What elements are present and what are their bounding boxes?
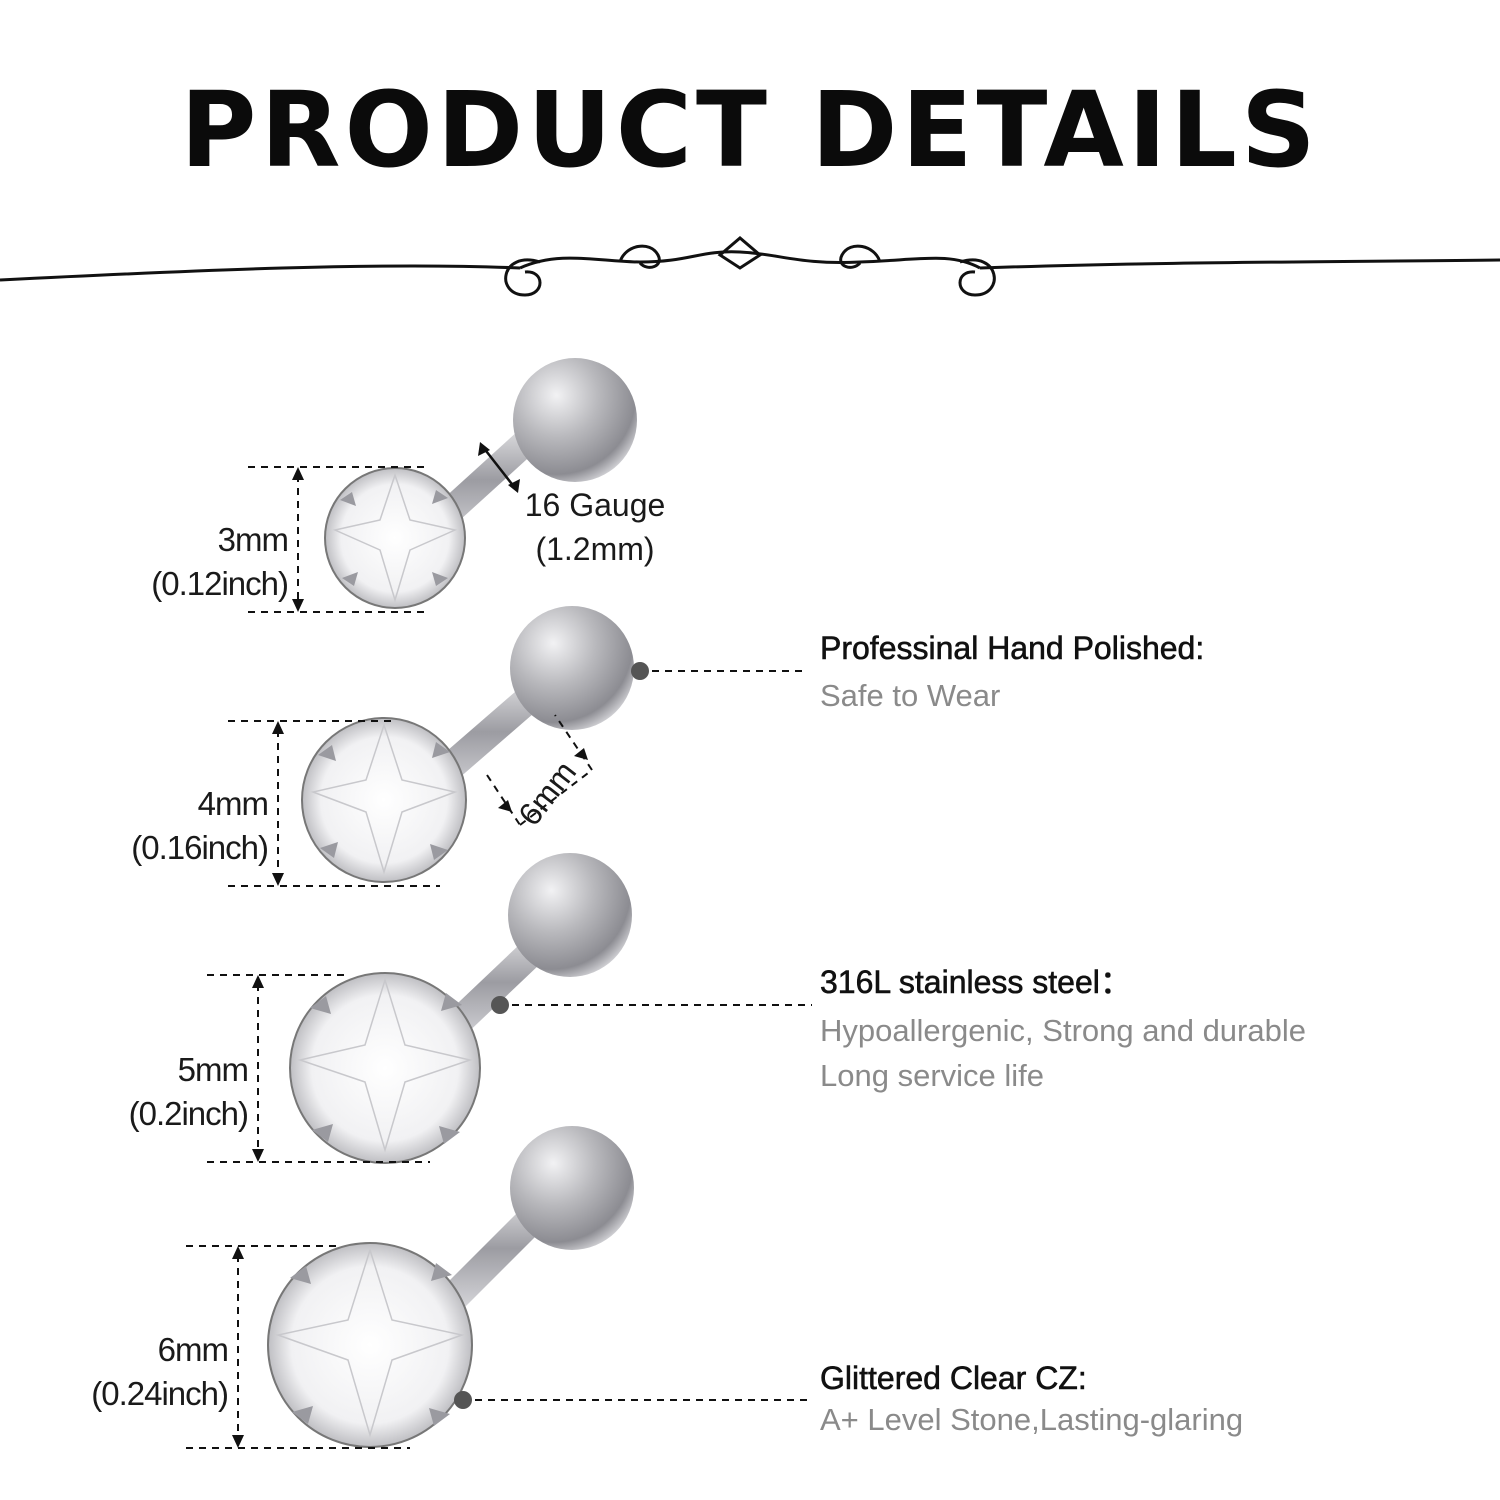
feature-line-cz: A+ Level Stone,Lasting-glaring [820, 1402, 1244, 1437]
ornament-divider [0, 236, 1500, 297]
stud-5mm [289, 853, 632, 1164]
feature-line-steel-1: Hypoallergenic, Strong and durable [820, 1013, 1306, 1048]
gauge-label: 16 Gauge (1.2mm) [505, 483, 685, 571]
size-mm: 3mm [217, 521, 289, 558]
size-inch: (0.16inch) [131, 829, 269, 866]
feature-heading-polished: Professinal Hand Polished: [820, 630, 1205, 667]
size-label-4mm: 4mm (0.16inch) [90, 782, 269, 870]
feature-heading-steel: 316L stainless steel： [820, 964, 1132, 1001]
size-mm: 4mm [197, 785, 269, 822]
size-inch: (0.12inch) [151, 565, 289, 602]
size-label-6mm: 6mm (0.24inch) [50, 1328, 229, 1416]
size-mm: 5mm [177, 1051, 249, 1088]
gauge-name: 16 Gauge [524, 487, 666, 523]
size-label-5mm: 5mm (0.2inch) [70, 1048, 249, 1136]
gauge-value: (1.2mm) [535, 531, 655, 567]
feature-heading-cz: Glittered Clear CZ: [820, 1360, 1087, 1397]
page-title: PRODUCT DETAILS [180, 69, 1320, 191]
size-label-3mm: 3mm (0.12inch) [110, 518, 289, 606]
stud-4mm [301, 606, 634, 883]
size-mm: 6mm [157, 1331, 229, 1368]
stud-3mm [324, 358, 637, 609]
size-inch: (0.2inch) [128, 1095, 249, 1132]
feature-line-steel-2: Long service life [820, 1058, 1045, 1093]
feature-line-polished: Safe to Wear [820, 678, 1001, 713]
stud-6mm [267, 1126, 634, 1448]
size-inch: (0.24inch) [91, 1375, 229, 1412]
